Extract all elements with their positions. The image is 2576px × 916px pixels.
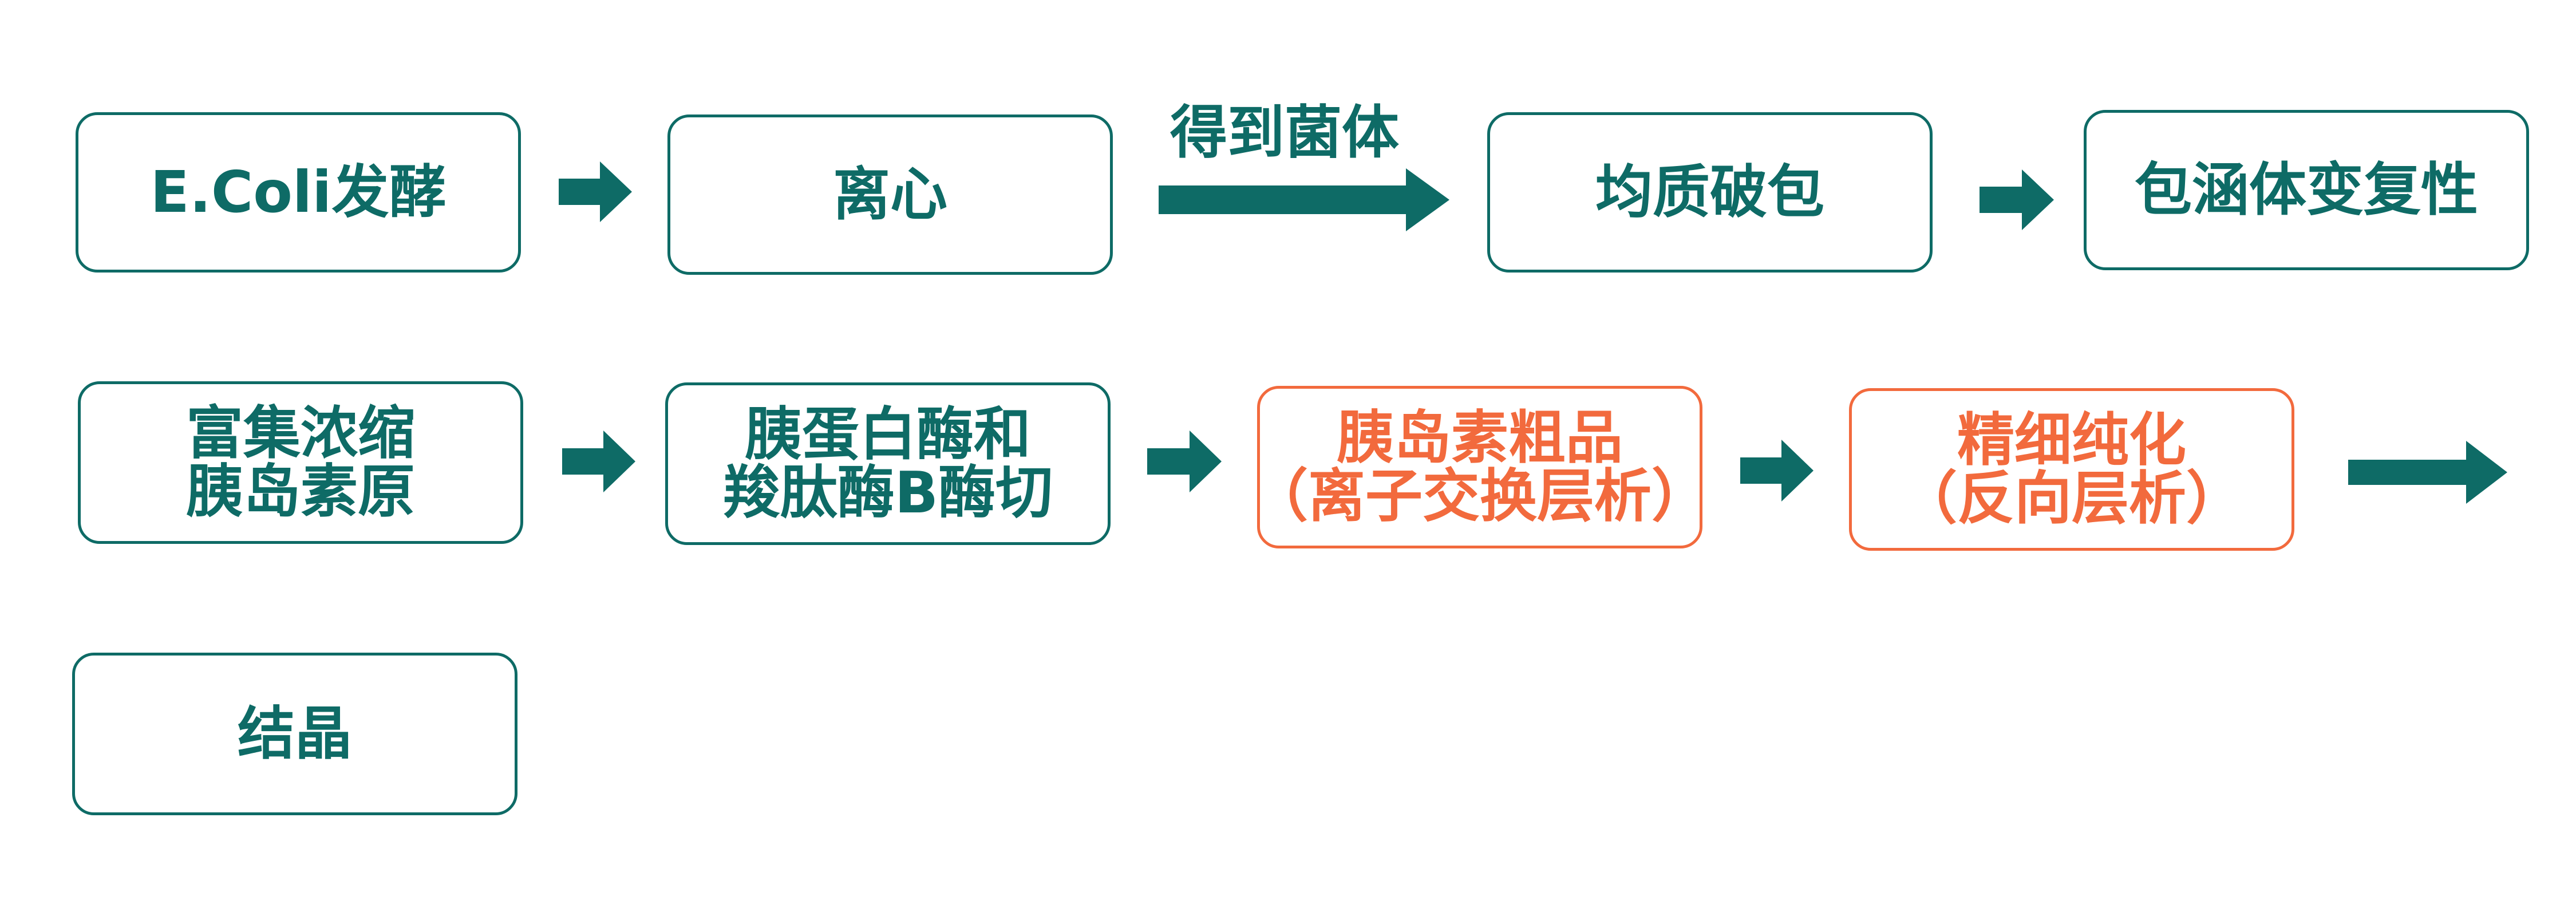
node-homogenization: 均质破包 — [1487, 112, 1933, 273]
node-crude-insulin: 胰岛素粗品 （离子交换层析） — [1251, 386, 1709, 548]
node-label-line-1: 胰蛋白酶和 — [745, 401, 1031, 468]
arrow-fine-purification-to-crystallization — [2348, 441, 2507, 504]
arrow-enrich-to-cleavage — [562, 431, 635, 492]
arrow-centrifugation-to-homogenization — [1159, 168, 1449, 231]
node-enrich-concentrate: 富集浓缩 胰岛素原 — [78, 381, 523, 544]
node-label: 均质破包 — [1595, 159, 1824, 226]
node-label-line-2: 胰岛素原 — [186, 458, 415, 525]
edge-label-obtain-cells: 得到菌体 — [1170, 99, 1399, 166]
node-label-line-1: 精细纯化 — [1957, 406, 2186, 473]
arrow-crude-to-fine-purification — [1740, 440, 1814, 502]
node-label-line-1: 富集浓缩 — [186, 400, 415, 467]
node-ecoli-fermentation: E.Coli发酵 — [76, 112, 521, 273]
node-inclusion-body-refolding: 包涵体变复性 — [2084, 110, 2529, 270]
node-crystallization: 结晶 — [72, 653, 517, 815]
node-label-line-2: 羧肽酶B酶切 — [722, 459, 1053, 526]
arrow-cleavage-to-crude-insulin — [1147, 431, 1222, 492]
node-label: 包涵体变复性 — [2135, 156, 2478, 223]
arrow-homogenization-to-refolding — [1980, 169, 2054, 230]
node-label-line-2: （反向层析） — [1900, 465, 2243, 532]
node-centrifugation: 离心 — [667, 114, 1113, 275]
node-label: 离心 — [833, 161, 947, 228]
node-label-line-2: （离子交换层析） — [1251, 463, 1709, 530]
arrow-ecoli-to-centrifugation — [559, 161, 632, 222]
node-label-line-1: 胰岛素粗品 — [1337, 404, 1623, 471]
node-label: 结晶 — [238, 700, 352, 767]
node-fine-purification: 精细纯化 （反向层析） — [1849, 388, 2294, 551]
node-enzyme-cleavage: 胰蛋白酶和 羧肽酶B酶切 — [665, 382, 1111, 545]
node-label: E.Coli发酵 — [150, 159, 447, 226]
